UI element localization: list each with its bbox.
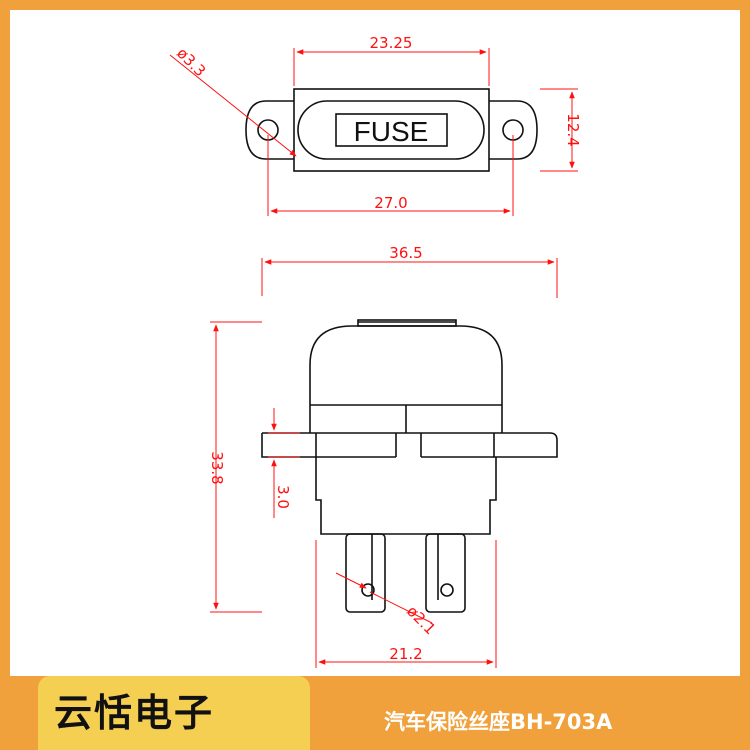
brand-name: 云恬电子 [54,691,215,735]
terminal-left-hole [361,583,375,597]
cap-outline [297,100,485,160]
technical-drawing: FUSE 23.25 ø3.3 12.4 27.0 [169,34,582,668]
housing-lower-body [315,457,497,535]
dim-label-3-0: 3.0 [274,485,292,509]
fuse-label: FUSE [354,116,429,147]
top-view: FUSE 23.25 ø3.3 12.4 27.0 [169,34,582,216]
dim-label-36-5: 36.5 [389,244,422,262]
brand-tab: 云恬电子 [38,676,310,750]
dim-label-21-2: 21.2 [389,645,422,663]
terminal-left [345,533,386,613]
terminal-right [425,533,466,613]
fuse-label-box [335,113,448,147]
terminal-right-hole [440,583,454,597]
footer-bar: 云恬电子 汽车保险丝座BH-703A [0,676,750,750]
side-view: 36.5 33.8 3.0 ø2.1 21.2 [208,244,558,668]
right-mounting-ear [489,100,538,160]
product-name: 汽车保险丝座BH-703A [384,710,613,734]
left-mounting-ear [245,100,294,160]
cap-grip [357,319,457,327]
dim-label-hole-2-1: ø2.1 [403,602,439,638]
dim-label-hole-3-3: ø3.3 [173,44,209,80]
mounting-flange [261,432,558,458]
dim-label-12-4: 12.4 [564,113,582,146]
dim-line-hole-3-3 [169,54,297,157]
dim-label-27-0: 27.0 [374,194,407,212]
dim-label-23-25: 23.25 [370,34,413,52]
dim-line-hole-2-1 [369,591,433,624]
cap-dome [309,325,503,405]
dim-label-33-8: 33.8 [208,451,226,484]
housing-body [293,88,490,172]
